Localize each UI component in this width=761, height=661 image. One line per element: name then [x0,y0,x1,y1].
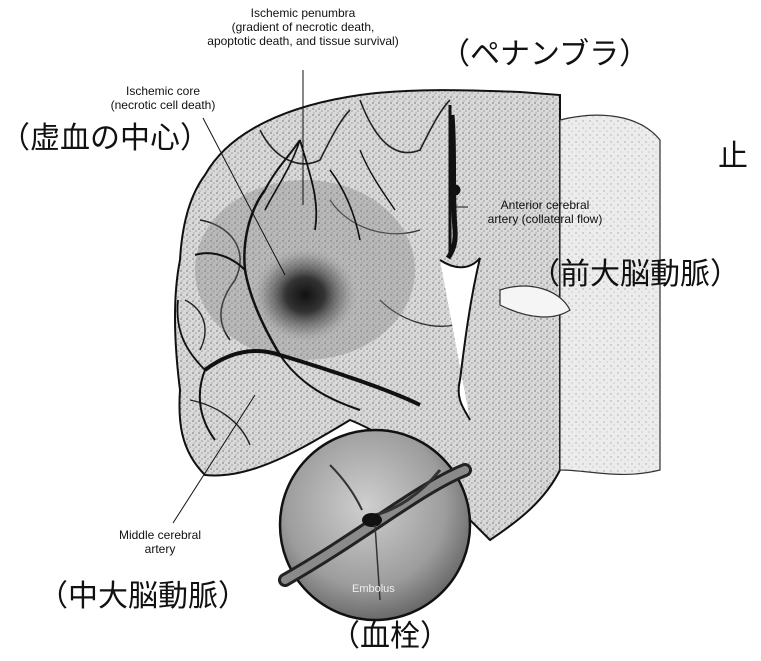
label-ischemic-core-line1: Ischemic core [88,84,238,98]
jp-label-middle-cerebral-artery: （中大脳動脈） [38,580,248,614]
label-ischemic-penumbra-line3: apoptotic death, and tissue survival) [183,34,423,48]
label-middle-cerebral-artery-line2: artery [95,542,225,556]
label-ischemic-penumbra: Ischemic penumbra (gradient of necrotic … [183,6,423,48]
label-embolus: Embolus [352,583,395,595]
jp-label-penumbra: （ペナンブラ） [440,38,649,72]
label-middle-cerebral-artery: Middle cerebral artery [95,528,225,556]
label-anterior-cerebral-artery-line1: Anterior cerebral [470,198,620,212]
jp-label-anterior-cerebral-artery: （前大脳動脈） [530,258,740,292]
label-ischemic-penumbra-line1: Ischemic penumbra [183,6,423,20]
jp-label-cut-off: 止 [718,140,748,174]
label-ischemic-penumbra-line2: (gradient of necrotic death, [183,20,423,34]
label-middle-cerebral-artery-line1: Middle cerebral [95,528,225,542]
jp-label-embolus: （血栓） [330,620,450,654]
label-anterior-cerebral-artery: Anterior cerebral artery (collateral flo… [470,198,620,226]
label-ischemic-core: Ischemic core (necrotic cell death) [88,84,238,112]
label-ischemic-core-line2: (necrotic cell death) [88,98,238,112]
embolus-clot [362,513,382,527]
jp-label-ischemic-core: （虚血の中心） [0,122,210,156]
label-anterior-cerebral-artery-line2: artery (collateral flow) [470,212,620,226]
